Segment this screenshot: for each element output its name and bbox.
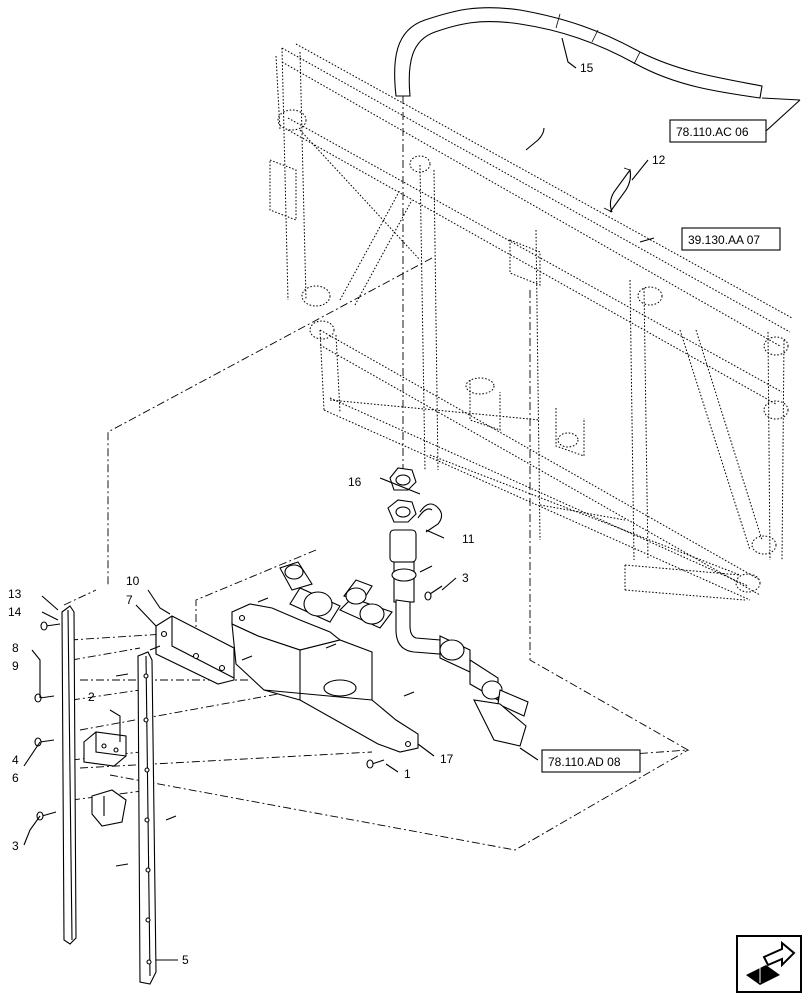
callout-leaders xyxy=(23,37,801,961)
bolt-part-3 xyxy=(419,565,443,601)
callout-6: 6 xyxy=(12,771,19,785)
hardware-bolts xyxy=(34,597,415,867)
reference-ac06-label: 78.110.AC 06 xyxy=(676,125,749,139)
reference-ac06[interactable]: 78.110.AC 06 xyxy=(669,119,767,143)
plate-part-5 xyxy=(137,651,157,985)
leader-plate-line-2 xyxy=(71,647,151,801)
callout-14: 14 xyxy=(8,605,22,619)
mount-bracket-part-17 xyxy=(231,603,419,753)
callout-2: 2 xyxy=(88,690,95,704)
gasket-part-16 xyxy=(387,467,417,523)
reference-ad08[interactable]: 78.110.AD 08 xyxy=(541,749,641,773)
bracket-part-2 xyxy=(83,731,127,827)
reference-aa07[interactable]: 39.130.AA 07 xyxy=(681,227,781,251)
callout-3b: 3 xyxy=(12,839,19,853)
callout-13: 13 xyxy=(8,587,22,601)
callout-9: 9 xyxy=(12,659,19,673)
leader-frame-left xyxy=(107,257,433,585)
valve-assembly xyxy=(279,529,529,747)
callout-16: 16 xyxy=(348,475,362,489)
callout-12: 12 xyxy=(652,153,666,167)
leader-bracket-box xyxy=(195,549,317,635)
callout-5: 5 xyxy=(182,953,189,967)
hose-part-15 xyxy=(394,7,763,99)
callout-4: 4 xyxy=(12,753,19,767)
reference-ad08-label: 78.110.AD 08 xyxy=(548,755,621,769)
callout-17: 17 xyxy=(440,752,454,766)
u-bolt-part-12 xyxy=(525,127,632,213)
leader-frame-right xyxy=(529,290,690,761)
callout-15: 15 xyxy=(580,61,594,75)
callout-8: 8 xyxy=(12,641,19,655)
strip-part-13 xyxy=(61,605,77,945)
callout-11: 11 xyxy=(462,532,475,546)
callout-1: 1 xyxy=(404,767,411,781)
u-bolt-part-11 xyxy=(417,503,443,533)
boom-frame xyxy=(269,43,793,601)
leader-plate-line xyxy=(63,589,689,851)
bracket-part-7 xyxy=(155,615,235,685)
callout-10: 10 xyxy=(126,574,140,588)
next-page-arrow-icon[interactable] xyxy=(736,935,802,993)
callout-7: 7 xyxy=(126,593,133,607)
callout-3: 3 xyxy=(462,571,469,585)
reference-aa07-label: 39.130.AA 07 xyxy=(688,233,760,247)
